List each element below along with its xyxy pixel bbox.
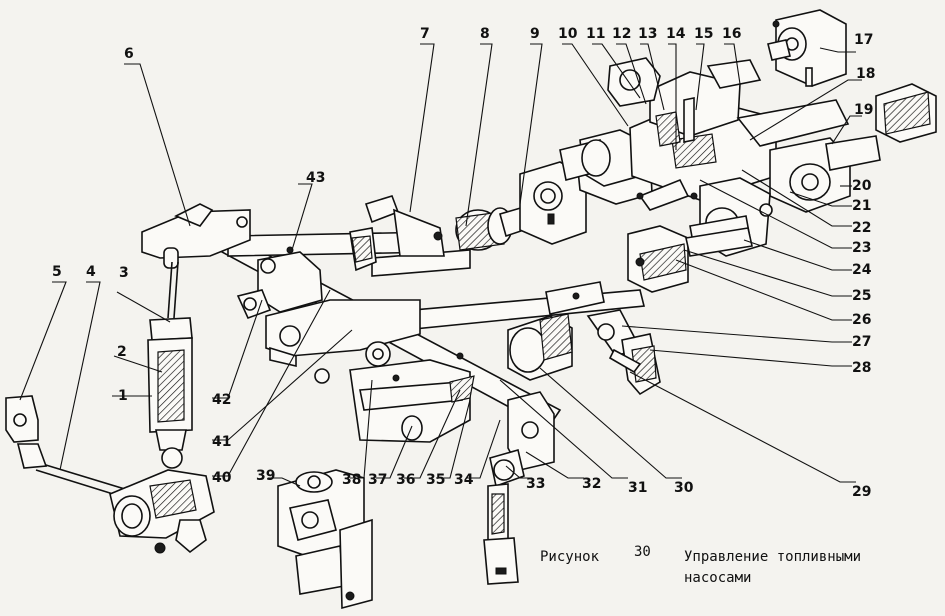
callout-17: 17 <box>854 32 873 48</box>
callout-38: 38 <box>342 472 361 488</box>
callout-9: 9 <box>530 26 540 42</box>
callout-21: 21 <box>852 198 871 214</box>
callout-10: 10 <box>558 26 578 42</box>
callout-3: 3 <box>119 265 129 281</box>
callout-25: 25 <box>852 288 871 304</box>
bracket-5 <box>5 395 48 469</box>
callout-31: 31 <box>628 480 647 496</box>
figure-caption: Рисунок 30 Управление топливными насосам… <box>540 544 861 586</box>
callout-33: 33 <box>526 476 545 492</box>
block-39 <box>277 469 373 610</box>
lever-6 <box>141 203 251 269</box>
bearing-block-left <box>236 251 323 320</box>
callout-14: 14 <box>666 26 686 42</box>
callout-8: 8 <box>480 26 490 42</box>
bracket-17 <box>767 9 847 87</box>
callout-30: 30 <box>674 480 694 496</box>
lever-7 <box>349 195 445 272</box>
bearing-9 <box>519 161 587 245</box>
bracket-25 <box>627 225 753 293</box>
callout-22: 22 <box>852 220 871 236</box>
lever-27-29 <box>586 309 661 396</box>
mechanism-drawing <box>5 9 937 610</box>
callout-32: 32 <box>582 476 601 492</box>
leader-lines <box>19 43 862 487</box>
callout-labels: 1 2 3 4 5 6 7 8 9 10 11 12 13 14 15 16 1… <box>52 26 875 500</box>
bracket-32 <box>507 391 555 471</box>
drive-housing <box>109 469 215 554</box>
callout-24: 24 <box>852 262 872 278</box>
callout-43: 43 <box>306 170 325 186</box>
callout-20: 20 <box>852 178 872 194</box>
callout-12: 12 <box>612 26 631 42</box>
callout-23: 23 <box>852 240 871 256</box>
callout-18: 18 <box>856 66 875 82</box>
callout-1: 1 <box>118 388 128 404</box>
caption-title-line2: насосами <box>684 570 751 586</box>
callout-5: 5 <box>52 264 62 280</box>
damper-assembly <box>147 261 193 469</box>
callout-15: 15 <box>694 26 713 42</box>
callout-37: 37 <box>368 472 387 488</box>
central-housing <box>265 299 475 443</box>
callout-6: 6 <box>124 46 134 62</box>
upper-right-assembly <box>559 57 881 257</box>
callout-39: 39 <box>256 468 275 484</box>
callout-35: 35 <box>426 472 445 488</box>
lever-33-34 <box>483 448 525 585</box>
caption-word: Рисунок <box>540 549 600 565</box>
callout-19: 19 <box>854 102 873 118</box>
callout-36: 36 <box>396 472 415 488</box>
callout-13: 13 <box>638 26 657 42</box>
callout-29: 29 <box>852 484 871 500</box>
callout-7: 7 <box>420 26 430 42</box>
callout-4: 4 <box>86 264 96 280</box>
callout-41: 41 <box>212 434 231 450</box>
callout-27: 27 <box>852 334 871 350</box>
callout-16: 16 <box>722 26 741 42</box>
callout-40: 40 <box>212 470 232 486</box>
caption-title-line1: Управление топливными <box>684 549 861 565</box>
callout-34: 34 <box>454 472 474 488</box>
coupling-30 <box>507 281 605 381</box>
fitting-19 <box>875 83 937 143</box>
callout-26: 26 <box>852 312 871 328</box>
callout-2: 2 <box>117 344 127 360</box>
callout-11: 11 <box>586 26 605 42</box>
callout-28: 28 <box>852 360 871 376</box>
callout-42: 42 <box>212 392 231 408</box>
caption-number: 30 <box>634 544 651 560</box>
